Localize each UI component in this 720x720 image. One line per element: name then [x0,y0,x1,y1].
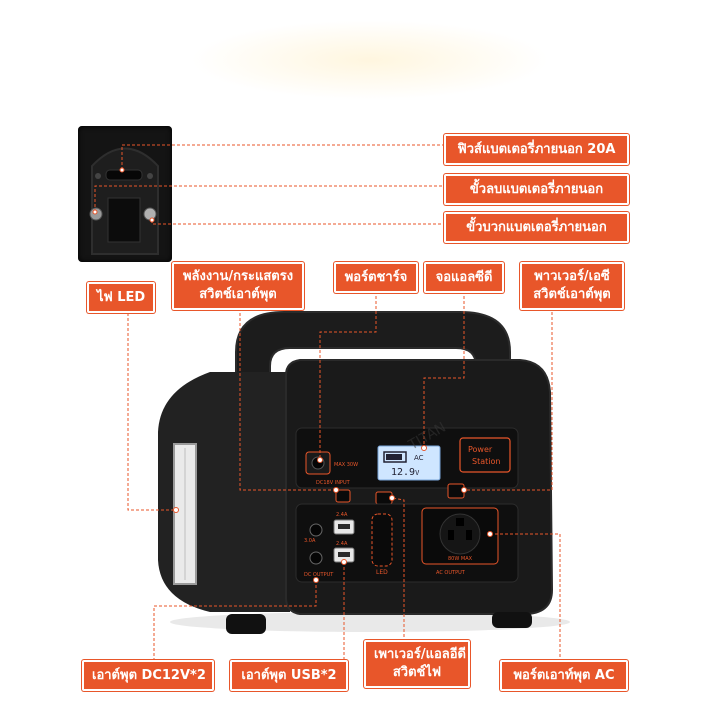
input-label-text: DC18V INPUT [316,480,351,486]
dc-port-1 [309,523,323,537]
usb-rating-2-text: 2.4A [336,541,348,547]
label-dc-output: เอาต์พุต DC12V*2 [82,660,214,691]
external-battery-terminal-inset [78,126,172,262]
label-external-negative: ขั้วลบแบตเตอรี่ภายนอก [444,174,629,205]
panel-title-2: Station [472,457,500,466]
label-external-fuse: ฟิวส์แบตเตอรี่ภายนอก 20A [444,134,629,165]
label-lcd-screen: จอแอลซีดี [424,262,504,293]
label-usb-output: เอาต์พุต USB*2 [230,660,348,691]
ac-rating-text: 80W MAX [448,556,473,562]
dc-port-2 [309,551,323,565]
leader-lines [94,144,561,662]
led-indicator [371,513,393,567]
label-external-positive: ขั้วบวกแบตเตอรี่ภายนอก [444,212,629,243]
label-ac-output-port: พอร์ตเอาท์พุต AC [500,660,628,691]
input-rating-text: MAX 30W [334,462,358,468]
panel-title-1: Power [468,445,493,454]
label-energy-switch: พลังงาน/กระแสตรงสวิตช์เอาต์พุต [172,262,304,310]
logo-box [459,437,511,473]
label-charging-port: พอร์ตชาร์จ [334,262,418,293]
lcd-ac-text: AC [414,454,424,462]
terminal-block [107,197,141,243]
led-label-text: LED [376,569,388,576]
lcd-reading-text: 12.9V [391,467,420,478]
dc-output-text: DC OUTPUT [304,572,334,578]
label-led-light: ไฟ LED [87,282,155,313]
usb-rating-1-text: 2.4A [336,512,348,518]
background-glow [190,20,550,100]
dc-rating-text: 3.0A [304,538,316,544]
ac-output-text: AC OUTPUT [436,570,466,576]
label-power-ac-switch: พาวเวอร์/เอซีสวิตช์เอาต์พุต [520,262,624,310]
label-power-lcd-switch: เพาเวอร์/แอลอีดีสวิตช์ไฟ [364,640,470,688]
dc-switch [335,489,351,503]
